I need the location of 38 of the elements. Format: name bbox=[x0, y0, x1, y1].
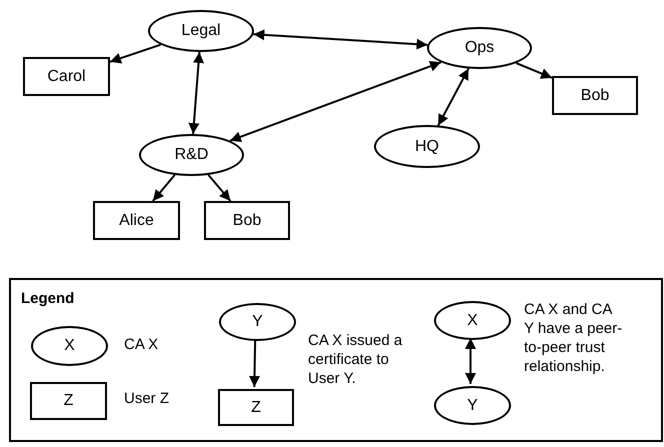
node-label: HQ bbox=[415, 138, 439, 154]
node-label: Y bbox=[252, 314, 263, 330]
arrow bbox=[110, 44, 162, 64]
node-label: X bbox=[467, 312, 478, 328]
arrow bbox=[230, 60, 442, 142]
node-label: Alice bbox=[119, 212, 154, 228]
node-label: Legal bbox=[181, 23, 221, 39]
node-label: X bbox=[64, 338, 75, 354]
arrow bbox=[437, 68, 470, 126]
arrow bbox=[208, 174, 232, 202]
legend-title: Legend bbox=[21, 289, 74, 309]
node-label: Bob bbox=[232, 212, 262, 228]
node-label: Bob bbox=[580, 88, 610, 104]
arrow bbox=[253, 29, 428, 50]
box-node bbox=[93, 201, 180, 240]
legend-description: CA X bbox=[124, 336, 158, 355]
node-label: Z bbox=[64, 393, 74, 409]
box-node bbox=[218, 389, 294, 426]
node-label: Z bbox=[251, 400, 261, 416]
box-node bbox=[552, 76, 638, 115]
arrow bbox=[516, 62, 552, 79]
node-label: R&D bbox=[174, 147, 208, 163]
box-node bbox=[23, 57, 110, 96]
legend-description: User Z bbox=[124, 390, 169, 409]
ellipse-node bbox=[139, 134, 244, 176]
arrow bbox=[152, 174, 176, 202]
legend-description: CA X issued a certificate to User Y. bbox=[308, 331, 404, 388]
arrow bbox=[188, 52, 204, 134]
ellipse-node bbox=[427, 27, 532, 69]
legend-description: CA X and CA Y have a peer-to-peer trust relationship. bbox=[524, 300, 624, 376]
legend-panel bbox=[9, 278, 663, 442]
node-label: Ops bbox=[464, 40, 494, 56]
arrow bbox=[465, 338, 476, 384]
box-node bbox=[30, 382, 107, 420]
box-node bbox=[204, 201, 290, 240]
arrow bbox=[249, 338, 260, 388]
node-label: Y bbox=[467, 398, 478, 414]
node-label: Carol bbox=[47, 68, 86, 84]
